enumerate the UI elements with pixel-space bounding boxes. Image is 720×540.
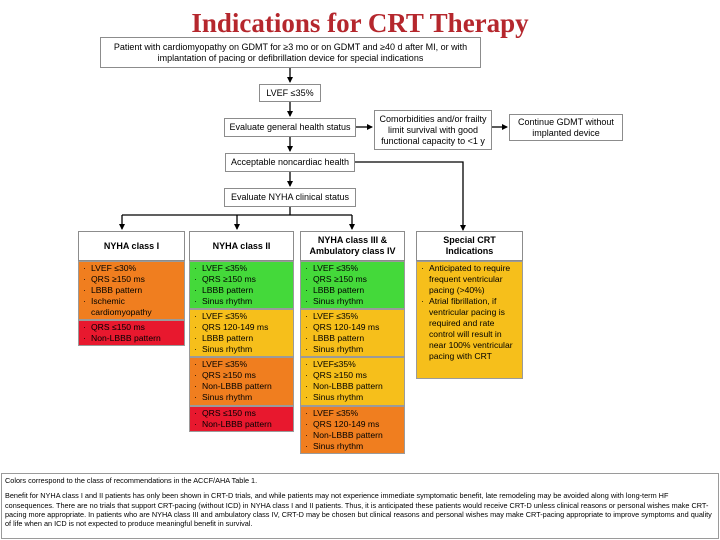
criterion: QRS 120-149 ms: [305, 322, 401, 333]
class-iii-cell-i: LVEF ≤35% QRS ≥150 ms LBBB pattern Sinus…: [300, 261, 405, 309]
class-i-cell-iii: QRS ≤150 ms Non-LBBB pattern: [78, 320, 185, 346]
page-title: Indications for CRT Therapy: [191, 8, 529, 38]
criterion: QRS 120-149 ms: [305, 419, 401, 430]
criterion: Anticipated to require frequent ventricu…: [421, 263, 519, 296]
class-i-cell-iib: LVEF ≤30% QRS ≥150 ms LBBB pattern Ische…: [78, 261, 185, 320]
criterion: Non-LBBB pattern: [83, 333, 181, 344]
nyha-class-iii-header: NYHA class III & Ambulatory class IV: [300, 231, 405, 261]
footnote-box: Colors correspond to the class of recomm…: [1, 473, 719, 539]
class-iii-cell-iia-lbbb: LVEF ≤35% QRS 120-149 ms LBBB pattern Si…: [300, 309, 405, 357]
comorbidities-box: Comorbidities and/or frailty limit survi…: [374, 110, 492, 150]
criterion: LVEF ≤35%: [305, 263, 401, 274]
lvef-box: LVEF ≤35%: [259, 84, 321, 102]
criterion: LVEF ≤35%: [305, 311, 401, 322]
criterion: LVEF ≤35%: [194, 263, 290, 274]
criterion: Non-LBBB pattern: [194, 419, 290, 430]
nyha-class-ii-header: NYHA class II: [189, 231, 294, 261]
criterion: QRS 120-149 ms: [194, 322, 290, 333]
criterion: Sinus rhythm: [194, 344, 290, 355]
criterion: LBBB pattern: [194, 333, 290, 344]
criterion: LBBB pattern: [305, 333, 401, 344]
start-box: Patient with cardiomyopathy on GDMT for …: [100, 37, 481, 68]
nyha-class-i-header: NYHA class I: [78, 231, 185, 261]
criterion: LVEF≤35%: [305, 359, 401, 370]
footnote-color-legend: Colors correspond to the class of recomm…: [5, 476, 258, 485]
criterion: LBBB pattern: [194, 285, 290, 296]
criterion: Non-LBBB pattern: [194, 381, 290, 392]
criterion: QRS ≥150 ms: [305, 370, 401, 381]
criterion: QRS ≥150 ms: [305, 274, 401, 285]
criterion: LVEF ≤35%: [194, 359, 290, 370]
criterion: Atrial fibrillation, if ventricular paci…: [421, 296, 519, 362]
criterion: QRS ≤150 ms: [83, 322, 181, 333]
criterion: LVEF ≤35%: [305, 408, 401, 419]
criterion: Sinus rhythm: [194, 296, 290, 307]
criterion: Sinus rhythm: [305, 441, 401, 452]
criterion: QRS ≥150 ms: [194, 274, 290, 285]
arrow-acceptable-to-special: [355, 161, 466, 231]
class-ii-cell-iii: QRS ≤150 ms Non-LBBB pattern: [189, 406, 294, 432]
evaluate-nyha-box: Evaluate NYHA clinical status: [224, 188, 356, 207]
special-crt-cell-iia: Anticipated to require frequent ventricu…: [416, 261, 523, 379]
evaluate-health-box: Evaluate general health status: [224, 118, 356, 137]
continue-gdmt-box: Continue GDMT without implanted device: [509, 114, 623, 141]
criterion: LBBB pattern: [305, 285, 401, 296]
criterion: LVEF ≤35%: [194, 311, 290, 322]
criterion: Sinus rhythm: [305, 296, 401, 307]
criterion: Sinus rhythm: [305, 344, 401, 355]
criterion: QRS ≥150 ms: [83, 274, 181, 285]
criterion: LBBB pattern: [83, 285, 181, 296]
class-ii-cell-iib: LVEF ≤35% QRS ≥150 ms Non-LBBB pattern S…: [189, 357, 294, 406]
footnote-benefit-text: Benefit for NYHA class I and II patients…: [5, 491, 712, 529]
criterion: Ischemic cardiomyopathy: [83, 296, 181, 318]
criterion: Non-LBBB pattern: [305, 430, 401, 441]
criterion: Non-LBBB pattern: [305, 381, 401, 392]
criterion: Sinus rhythm: [305, 392, 401, 403]
class-ii-cell-i: LVEF ≤35% QRS ≥150 ms LBBB pattern Sinus…: [189, 261, 294, 309]
criterion: QRS ≤150 ms: [194, 408, 290, 419]
class-iii-cell-iia-nonlbbb: LVEF≤35% QRS ≥150 ms Non-LBBB pattern Si…: [300, 357, 405, 406]
criterion: QRS ≥150 ms: [194, 370, 290, 381]
special-crt-header: Special CRT Indications: [416, 231, 523, 261]
criterion: LVEF ≤30%: [83, 263, 181, 274]
class-ii-cell-iia: LVEF ≤35% QRS 120-149 ms LBBB pattern Si…: [189, 309, 294, 357]
acceptable-health-box: Acceptable noncardiac health: [225, 153, 355, 172]
class-iii-cell-iib: LVEF ≤35% QRS 120-149 ms Non-LBBB patter…: [300, 406, 405, 454]
criterion: Sinus rhythm: [194, 392, 290, 403]
